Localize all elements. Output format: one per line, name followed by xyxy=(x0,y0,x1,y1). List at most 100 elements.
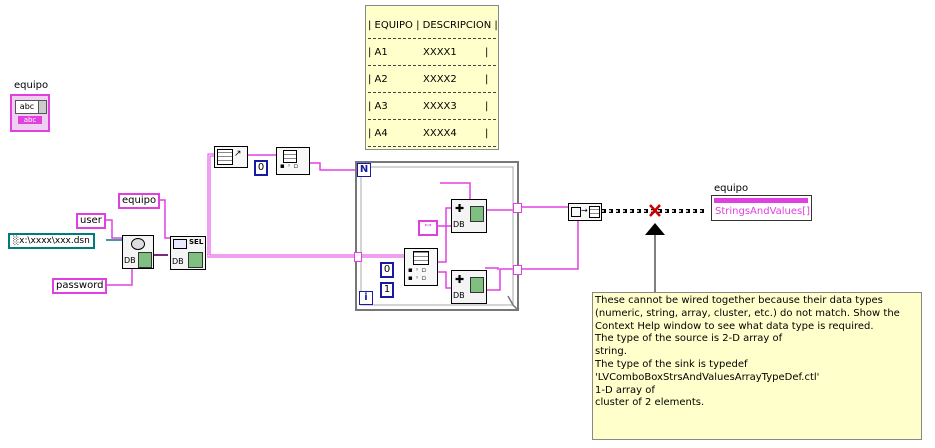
error-note-text: These cannot be wired together because t… xyxy=(593,293,921,410)
table-cell-desc: XXXX4 xyxy=(423,127,457,139)
bundle-box-icon xyxy=(571,207,581,217)
db-open-connection-node[interactable]: DB xyxy=(122,235,154,269)
table-separator xyxy=(368,146,496,147)
table-cell-end: | xyxy=(485,127,489,139)
equipo-indicator-terminal[interactable]: StringsAndValues[] xyxy=(711,195,812,221)
table-row: | A3 XXXX3 | xyxy=(366,99,498,113)
grid-icon xyxy=(283,150,297,163)
for-loop-frame xyxy=(355,161,519,311)
arrow-right-icon: → xyxy=(581,206,588,215)
combo-text-box: abc xyxy=(15,100,39,114)
table-row: | A2 XXXX2 | xyxy=(366,72,498,86)
dsn-path-constant[interactable]: ░x:\xxxx\xxx.dsn xyxy=(8,233,95,249)
magic-wand-icon: ✚ xyxy=(455,202,465,215)
subset-marks: ▪ ◦ ▫ xyxy=(280,162,299,170)
error-line: string. xyxy=(595,346,627,358)
combo-dropdown-icon xyxy=(38,100,47,114)
broken-wire-x-icon xyxy=(649,204,661,217)
indicator-header-bar xyxy=(714,198,808,203)
db-lookup-node-top[interactable]: ✚ DB xyxy=(451,199,487,233)
table-separator xyxy=(368,119,496,120)
table-cell-end: | xyxy=(485,100,489,112)
error-line: These cannot be wired together because t… xyxy=(595,295,883,306)
table-cell-desc: XXXX3 xyxy=(423,100,457,112)
wire-bottom-out xyxy=(485,268,515,291)
password-string-constant[interactable]: password xyxy=(52,278,108,294)
empty-string-constant[interactable]: "" xyxy=(418,220,438,236)
index-marks: ▪ ◦ ▫▪ ◦ ▫ xyxy=(408,266,427,282)
database-icon xyxy=(470,277,484,293)
error-line: cluster of 2 elements. xyxy=(595,397,705,409)
loop-tunnel-bottom[interactable] xyxy=(513,265,522,275)
indicator-type-text: StringsAndValues[] xyxy=(715,206,811,217)
loop-count-terminal[interactable]: N xyxy=(357,163,371,177)
equipo-control-label: equipo xyxy=(14,80,49,91)
table-cell-end: | xyxy=(485,46,489,58)
dsn-path-text: x:\xxxx\xxx.dsn xyxy=(19,236,90,246)
table-cell-equipo: | A1 xyxy=(368,46,388,58)
error-line: The type of the source is 2-D array of xyxy=(595,333,783,345)
equipo-combo-terminal[interactable]: abc abc xyxy=(10,94,50,132)
array-subset-node[interactable]: ▪ ◦ ▫ xyxy=(276,147,310,175)
db-lookup-node-bottom[interactable]: ✚ DB xyxy=(451,270,487,304)
table-cell-desc: XXXX2 xyxy=(423,73,457,85)
wire-index-out-1 xyxy=(437,207,451,263)
path-icon: ░ xyxy=(13,236,20,245)
db-label-d: DB xyxy=(453,291,465,300)
error-line: 'LVComboBoxStrsAndValuesArrayTypeDef.ctl… xyxy=(595,371,820,383)
error-line: (numeric, string, array, cluster, etc.) … xyxy=(595,307,900,319)
index-array-node[interactable]: ▪ ◦ ▫▪ ◦ ▫ xyxy=(404,248,438,286)
grid-icon xyxy=(589,206,600,218)
pointer-arrow-icon xyxy=(645,223,665,235)
table-separator xyxy=(368,38,496,39)
wire-to-loop-n xyxy=(308,162,356,171)
error-line: 1-D array of xyxy=(595,384,655,396)
error-line: Context Help window to see what data typ… xyxy=(595,320,874,332)
db-label-b: DB xyxy=(172,257,184,266)
table-cell-end: | xyxy=(485,73,489,85)
db-label-a: DB xyxy=(124,256,136,265)
transpose-array-node[interactable]: ↗ xyxy=(214,146,248,168)
user-string-constant[interactable]: user xyxy=(76,213,106,229)
index-one-constant[interactable]: 1 xyxy=(380,282,394,298)
combo-type-badge: abc xyxy=(18,116,42,124)
table-row: | A4 XXXX4 | xyxy=(366,126,498,140)
broken-wire-error-note: These cannot be wired together because t… xyxy=(592,292,922,440)
db-label-c: DB xyxy=(453,220,465,229)
connector-icon xyxy=(131,238,145,250)
grid-icon xyxy=(217,149,233,165)
sel-label: SEL xyxy=(189,238,204,246)
equipo-string-constant[interactable]: equipo xyxy=(118,193,161,209)
magic-wand-icon: ✚ xyxy=(455,273,465,286)
error-line: The type of the sink is typedef xyxy=(595,358,748,370)
database-icon xyxy=(138,252,152,268)
build-array-node[interactable]: → xyxy=(568,203,602,221)
table-separator xyxy=(368,65,496,66)
table-cell-equipo: | A3 xyxy=(368,100,388,112)
database-icon xyxy=(188,252,203,268)
zero-numeric-constant[interactable]: 0 xyxy=(254,160,268,176)
table-row: | A1 XXXX1 | xyxy=(366,45,498,59)
table-mini-icon xyxy=(173,239,187,249)
loop-iteration-terminal: i xyxy=(359,291,373,305)
table-cell-desc: XXXX1 xyxy=(423,46,457,58)
wire-bottom-to-bundle xyxy=(520,215,579,270)
transpose-arrow-icon: ↗ xyxy=(234,149,242,159)
table-header: | EQUIPO | DESCRIPCION | xyxy=(368,19,498,31)
wire-index-out-2 xyxy=(437,271,451,289)
wire-bottom-feed xyxy=(485,267,499,270)
wire-user xyxy=(102,219,122,239)
wire-top-feed xyxy=(440,182,471,200)
wire-2d-up xyxy=(207,153,214,256)
wire-password xyxy=(105,266,133,286)
table-comment-note: | EQUIPO | DESCRIPCION | | A1 XXXX1 | | … xyxy=(365,5,499,150)
db-select-data-node[interactable]: SEL DB xyxy=(170,236,206,270)
table-cell-equipo: | A4 xyxy=(368,127,388,139)
loop-tunnel-top[interactable] xyxy=(513,203,522,213)
grid-icon xyxy=(413,251,429,265)
database-icon xyxy=(470,206,484,222)
index-zero-constant[interactable]: 0 xyxy=(380,262,394,278)
loop-tunnel-input[interactable] xyxy=(354,252,362,262)
table-separator xyxy=(368,92,496,93)
indicator-label: equipo xyxy=(714,183,749,194)
